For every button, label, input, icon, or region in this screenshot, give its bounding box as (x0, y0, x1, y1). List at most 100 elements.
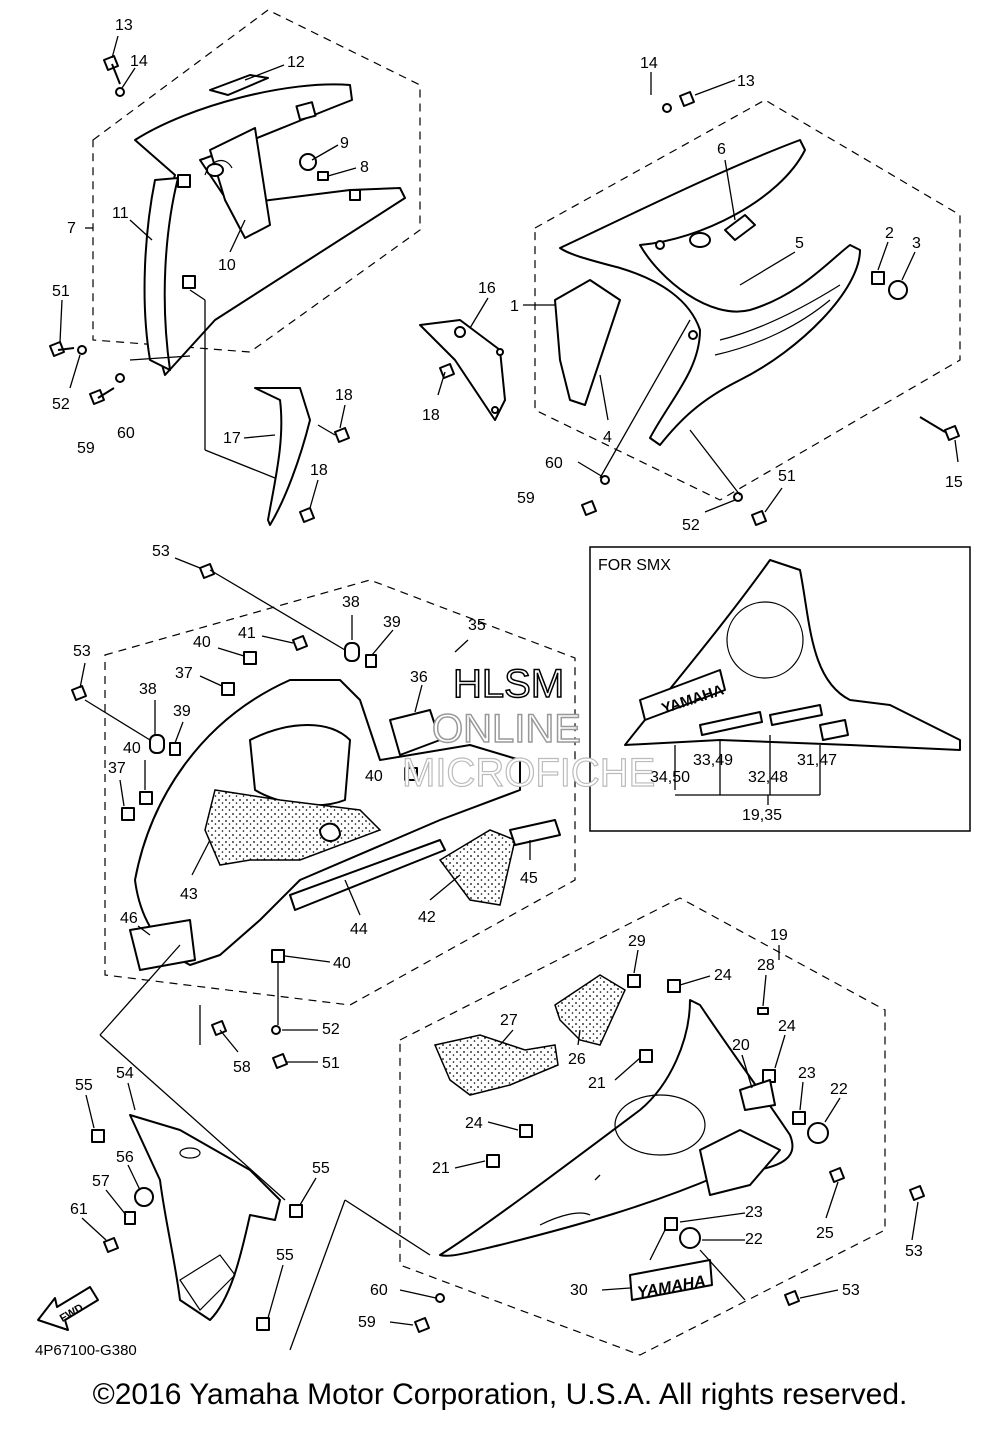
callout: 43 (180, 886, 198, 903)
callout: 23 (798, 1065, 816, 1082)
inset-ref-33-49: 33,49 (693, 752, 733, 769)
callout: 46 (120, 910, 138, 927)
washer-60b (600, 475, 610, 485)
callout: 14 (130, 53, 148, 70)
duct-opening (249, 724, 351, 807)
callout: 17 (223, 430, 241, 447)
inner-panel-17 (254, 387, 311, 526)
washer-60c (435, 1293, 445, 1303)
callout: 27 (500, 1012, 518, 1029)
washer-52b (733, 492, 743, 502)
screw-51b (751, 510, 767, 526)
callout: 52 (682, 517, 700, 534)
inset-ref-32-48: 32,48 (748, 769, 788, 786)
callout: 28 (757, 957, 775, 974)
callout: 4 (603, 429, 612, 446)
callout: 24 (714, 967, 732, 984)
clip (177, 174, 191, 188)
duct-panel-4 (554, 279, 621, 406)
callout: 18 (422, 407, 440, 424)
callout: 53 (842, 1282, 860, 1299)
nut-40b (139, 791, 153, 805)
callout: 9 (340, 135, 349, 152)
screw-53b (71, 685, 87, 701)
callout: 59 (358, 1314, 376, 1331)
callout: 61 (70, 1201, 88, 1218)
nut-40c (404, 767, 418, 781)
callout: 38 (342, 594, 360, 611)
screw-13b (679, 91, 695, 107)
callout: 14 (640, 55, 658, 72)
callout: 59 (517, 490, 535, 507)
nut-40a (243, 651, 257, 665)
callout: 19 (770, 927, 788, 944)
watermark-line-2: ONLINE (432, 707, 581, 751)
grommet-22b (679, 1227, 701, 1249)
callout: 22 (745, 1231, 763, 1248)
inner-panel-54-group (81, 1082, 317, 1331)
washer-52a (77, 345, 87, 355)
collar-39a (365, 654, 377, 668)
inset-decal-31 (819, 719, 849, 741)
group-boundary-35 (104, 579, 576, 1006)
screw-51a (49, 341, 75, 357)
callout: 57 (92, 1173, 110, 1190)
screw-59a (89, 387, 115, 405)
nut-55a (91, 1129, 105, 1143)
clip-29 (627, 974, 641, 988)
smx-inset: FOR SMX YAMAHA 33,49 32,48 31,47 34,50 1… (589, 546, 971, 832)
callout: 18 (335, 387, 353, 404)
copyright-notice: ©2016 Yamaha Motor Corporation, U.S.A. A… (92, 1378, 908, 1411)
bracket-20 (739, 1079, 776, 1111)
callout: 12 (287, 54, 305, 71)
callout: 22 (830, 1081, 848, 1098)
item-28 (757, 1007, 769, 1015)
lower-cowling (439, 999, 794, 1257)
middle-cowling-group (71, 557, 576, 1201)
inset-duct (726, 601, 804, 679)
nut-55b (289, 1204, 303, 1218)
callout: 25 (816, 1225, 834, 1242)
callout: 15 (945, 474, 963, 491)
callout: 40 (365, 768, 383, 785)
grommet-56 (134, 1187, 154, 1207)
screw-25 (829, 1167, 845, 1183)
callout: 58 (233, 1059, 251, 1076)
callout: 26 (568, 1051, 586, 1068)
screw-13a (103, 55, 121, 85)
screw-59b (581, 500, 597, 516)
callout: 44 (350, 921, 368, 938)
callout: 51 (322, 1055, 340, 1072)
callout: 41 (238, 625, 256, 642)
right-side-cowling-group (419, 72, 961, 526)
callout: 60 (117, 425, 135, 442)
watermark: HLSM ONLINE MICROFICHE (401, 661, 656, 795)
callout: 16 (478, 280, 496, 297)
collar-23b (664, 1217, 678, 1231)
nut-24a (667, 979, 681, 993)
inset-title: FOR SMX (598, 557, 671, 574)
fwd-arrow: FWD (37, 1286, 99, 1331)
screw-15 (919, 416, 960, 441)
callout: 3 (912, 235, 921, 252)
callout: 35 (468, 617, 486, 634)
grommet-3 (888, 280, 908, 300)
group-boundary-19 (399, 897, 886, 1356)
clip-37b (121, 807, 135, 821)
callout: 52 (322, 1021, 340, 1038)
decal-30 (629, 1259, 713, 1301)
callout: 11 (112, 205, 129, 222)
collar-23a (792, 1111, 806, 1125)
diagram-code: 4P67100-G380 (35, 1342, 137, 1359)
callout: 6 (717, 141, 726, 158)
callout: 10 (218, 257, 236, 274)
callout: 37 (108, 760, 126, 777)
callout: 40 (193, 634, 211, 651)
grommet-9 (299, 153, 317, 171)
inset-decal-33 (699, 711, 763, 736)
callout: 39 (383, 614, 401, 631)
grommet-38b (149, 734, 165, 754)
group-boundary-7 (92, 9, 421, 353)
